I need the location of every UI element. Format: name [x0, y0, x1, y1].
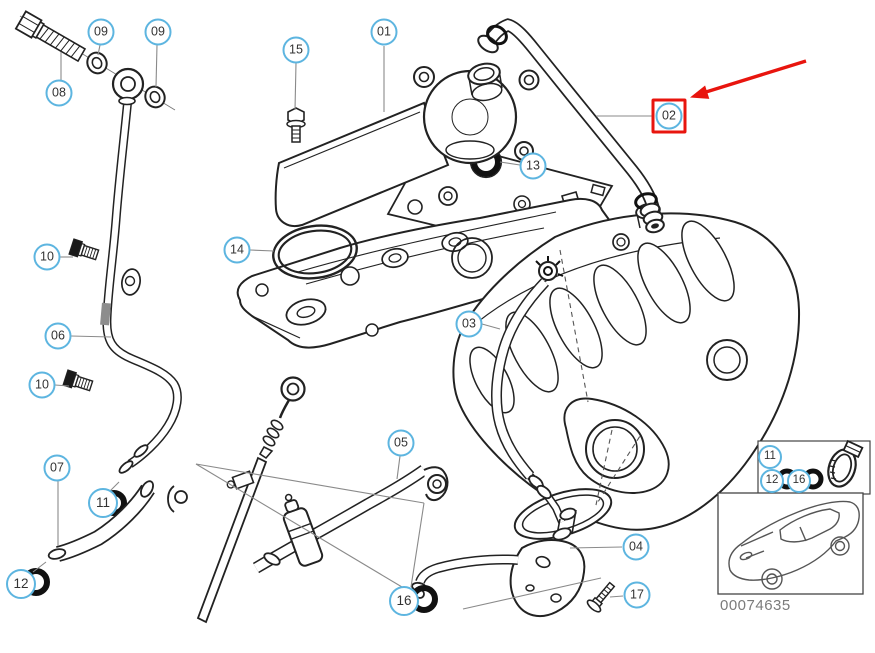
- callout-03[interactable]: 03: [455, 310, 483, 338]
- callout-07[interactable]: 07: [43, 454, 71, 482]
- elbow-hose-07-drawing: [22, 480, 155, 596]
- hose-04-bracket-drawing: [410, 507, 586, 618]
- bolt-10-drawing: [62, 238, 100, 392]
- callout-09[interactable]: 09: [144, 18, 172, 46]
- vent-hose-02-drawing: [477, 18, 665, 234]
- callout-14[interactable]: 14: [223, 236, 251, 264]
- o-ring-gasket-drawing: [272, 224, 358, 280]
- car-thumbnail-box: [717, 492, 864, 595]
- bolt-15-drawing: [286, 107, 306, 143]
- callout-05[interactable]: 05: [387, 429, 415, 457]
- callout-15[interactable]: 15: [282, 36, 310, 64]
- callout-02[interactable]: 02: [651, 98, 687, 134]
- callout-01[interactable]: 01: [370, 18, 398, 46]
- hose-03-drawing: [491, 256, 566, 524]
- callout-10[interactable]: 10: [28, 371, 56, 399]
- callout-16[interactable]: 16: [389, 586, 419, 616]
- callout-17[interactable]: 17: [623, 581, 651, 609]
- leader-lines: [32, 44, 652, 610]
- pipe-bracket-tab: [100, 302, 111, 326]
- legend-callout-16[interactable]: 16: [787, 469, 811, 493]
- car-thumbnail: [728, 500, 860, 590]
- legend-callout-11[interactable]: 11: [758, 445, 782, 469]
- callout-06[interactable]: 06: [44, 322, 72, 350]
- callout-09[interactable]: 09: [87, 18, 115, 46]
- callout-13[interactable]: 13: [519, 152, 547, 180]
- highlight-arrow: [690, 59, 807, 99]
- oil-separator-cover-drawing: [274, 62, 540, 227]
- worm-clamp-icon: [827, 439, 864, 488]
- callout-11[interactable]: 11: [88, 488, 118, 518]
- callout-04[interactable]: 04: [622, 533, 650, 561]
- callout-12[interactable]: 12: [6, 569, 36, 599]
- callout-10[interactable]: 10: [33, 243, 61, 271]
- image-number: 00074635: [720, 597, 791, 614]
- banjo-bolt-drawing: [14, 10, 87, 63]
- screw-17-drawing: [586, 581, 616, 613]
- washer-09-drawing: [86, 51, 166, 109]
- vent-pipe-06-drawing: [100, 67, 182, 474]
- callout-08[interactable]: 08: [45, 79, 73, 107]
- legend-callout-12[interactable]: 12: [760, 469, 784, 493]
- dipstick-drawing: [167, 376, 306, 624]
